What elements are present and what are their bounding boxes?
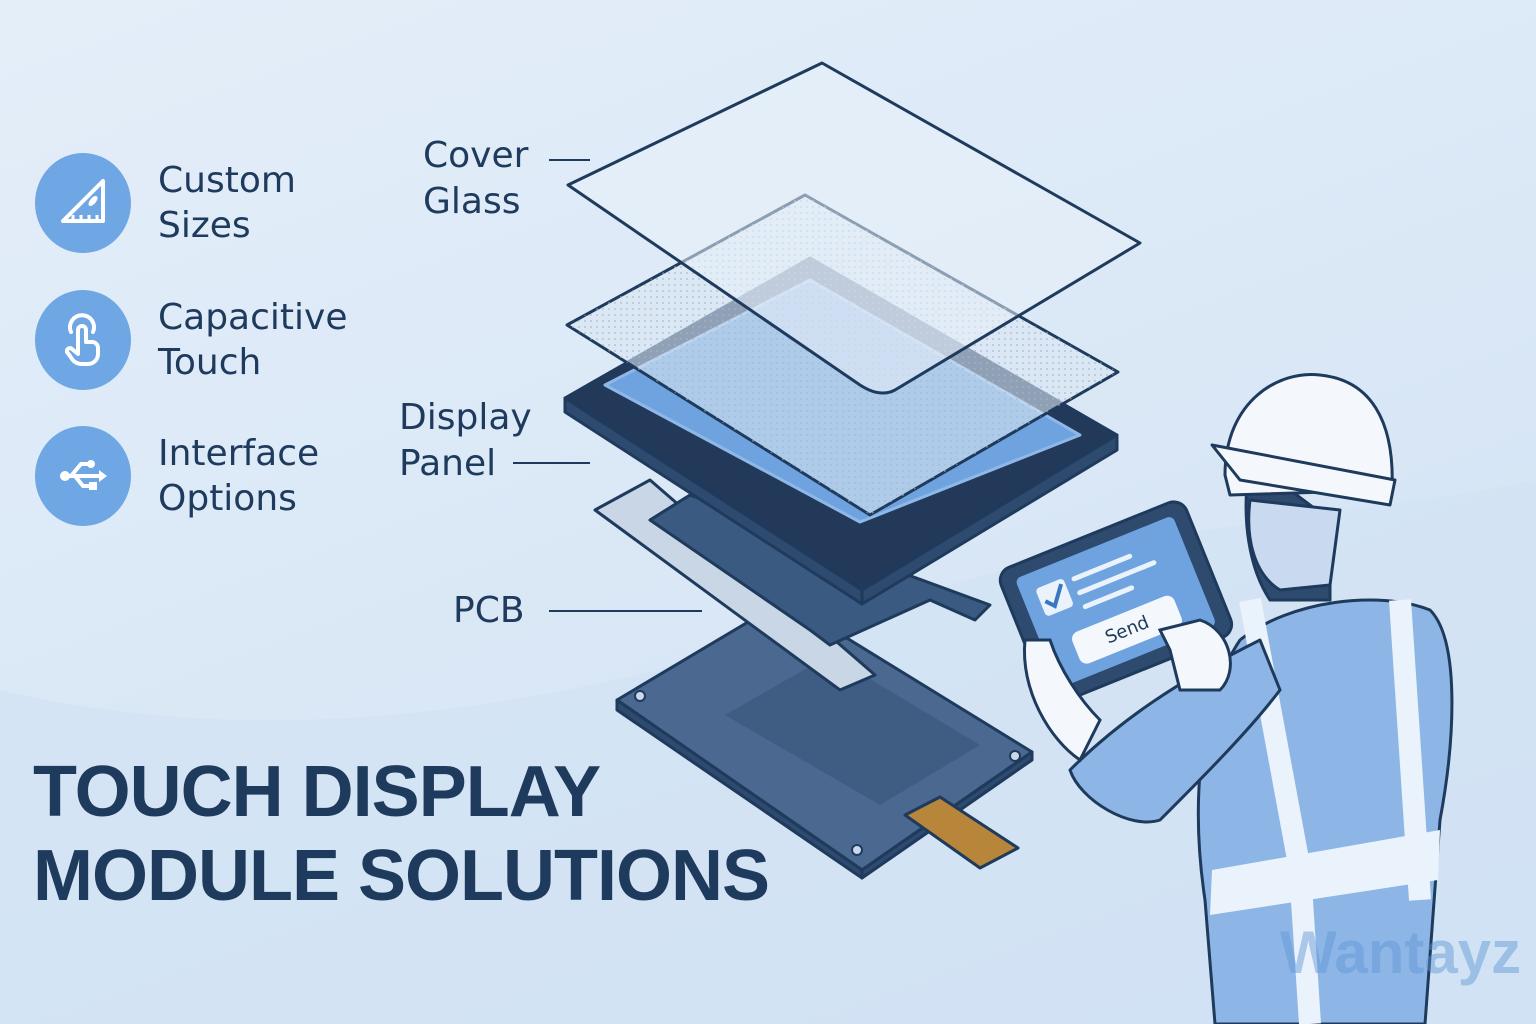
feature-label: Custom Sizes [158, 160, 296, 246]
pcb-board [615, 598, 1034, 880]
feature-label: Interface Options [158, 433, 320, 519]
touch-finger-icon [35, 290, 131, 390]
checkbox-icon [1036, 579, 1073, 616]
cover-glass [566, 61, 1142, 395]
usb-icon [35, 426, 131, 526]
feature-interface-options: Interface Options [35, 426, 319, 526]
title-line-2: MODULE SOLUTIONS [33, 836, 770, 916]
set-square-ruler-icon [35, 153, 131, 253]
callout-cover-glass: Cover Glass [423, 135, 529, 222]
feature-capacitive-touch: Capacitive Touch [35, 290, 347, 390]
watermark-logo: Wantayz [1280, 919, 1522, 986]
tablet: Send [998, 500, 1234, 705]
engineer-figure [1068, 372, 1454, 1024]
feature-custom-sizes: Custom Sizes [35, 153, 296, 253]
callout-display-panel: Display Panel [399, 397, 532, 484]
feature-label: Capacitive Touch [158, 297, 348, 383]
engineer-hands [1022, 618, 1232, 763]
title-line-1: TOUCH DISPLAY [33, 752, 601, 832]
callout-pcb: PCB [453, 590, 525, 631]
flex-connector-orange [903, 795, 1020, 870]
send-button[interactable] [1070, 593, 1185, 666]
page-title: TOUCH DISPLAY MODULE SOLUTIONS [33, 750, 770, 918]
